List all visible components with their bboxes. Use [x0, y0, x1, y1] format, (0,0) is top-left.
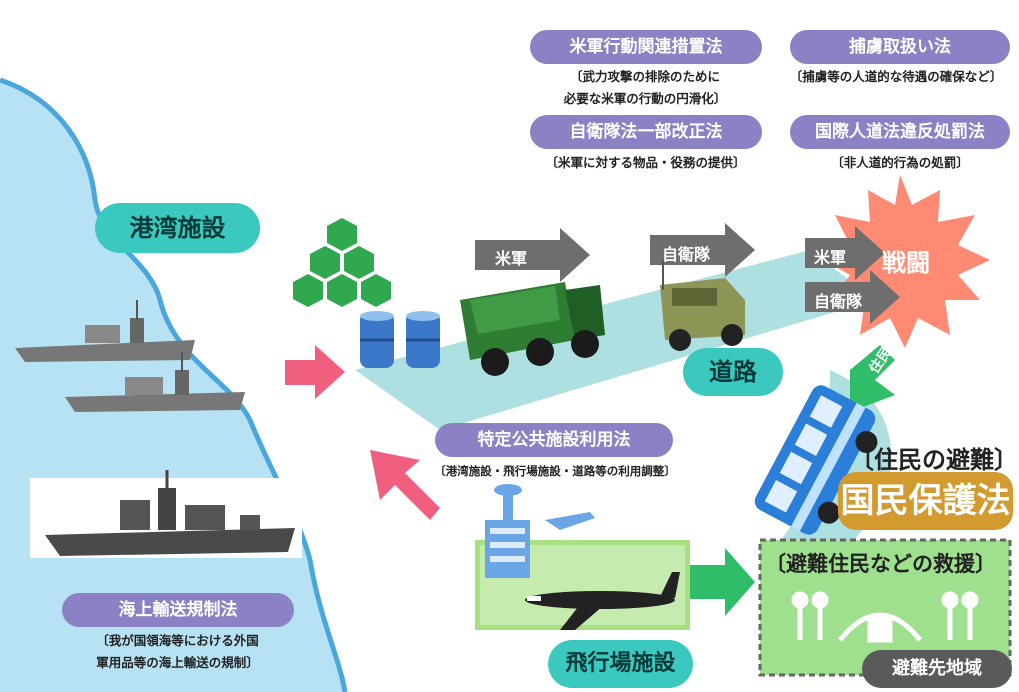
note-ihl: 〔非人道的行為の処罰〕	[831, 155, 969, 170]
warship-icon-1	[15, 300, 195, 362]
label-port: 港湾施設	[95, 203, 260, 253]
arrow-label-us-forces: 米軍	[495, 249, 528, 268]
note-maritime-1: 〔我が国領海等における外国	[96, 633, 259, 648]
law-sdf-amendment: 自衛隊法一部改正法	[530, 115, 762, 149]
ammunition-stack-icon	[293, 218, 391, 307]
label-rescue: 〔避難住民などの救援〕	[765, 552, 996, 576]
law-maritime-transport: 海上輸送規制法	[62, 593, 294, 627]
combat-burst	[820, 175, 990, 348]
green-arrow-right	[690, 548, 755, 616]
humvee-icon	[660, 260, 745, 351]
warship-icon-2	[65, 352, 245, 412]
arrow-sdf	[650, 223, 755, 277]
law-specific-public-facilities: 特定公共施設利用法	[435, 423, 673, 457]
bus-icon	[754, 385, 878, 535]
green-arrow-down	[850, 345, 895, 412]
note-us-military-2: 必要な米軍の行動の円滑化〕	[563, 91, 727, 106]
label-evacuation: 〔住民の避難〕	[850, 446, 1018, 474]
military-truck-icon	[460, 282, 605, 376]
road-band	[355, 250, 875, 430]
airplane-icon	[525, 572, 680, 630]
arrow-label-sdf-2: 自衛隊	[814, 292, 863, 311]
arrow-label-us-forces-2: 米軍	[814, 248, 847, 267]
note-sdf: 〔米軍に対する物品・役務の提供〕	[545, 155, 746, 170]
arrow-sdf-2	[805, 270, 900, 324]
pink-arrow-right	[285, 345, 345, 399]
note-pow: 〔捕虜等の人道的な待遇の確保など〕	[789, 69, 1003, 84]
law-ihl-violation: 国際人道法違反処罰法	[790, 115, 1010, 149]
arrow-us-forces	[475, 228, 590, 282]
arrow-label-sdf: 自衛隊	[662, 245, 711, 264]
label-combat: 戦闘	[882, 249, 930, 277]
note-us-military-1: 〔武力攻撃の排除のために	[569, 69, 720, 84]
rescue-people-icon	[791, 591, 979, 643]
law-civil-protection: 国民保護法	[838, 472, 1013, 530]
note-facility: 〔港湾施設・飛行場施設・道路等の利用調整〕	[434, 464, 676, 478]
law-pow-treatment: 捕虜取扱い法	[790, 30, 1010, 64]
note-maritime-2: 軍用品等の海上輸送の規制〕	[96, 655, 259, 670]
oil-drum-icon	[360, 311, 440, 368]
label-airfield: 飛行場施設	[548, 640, 693, 688]
warship-icon-3	[30, 470, 302, 558]
label-evacuation-area: 避難先地域	[862, 650, 1012, 688]
airport-building-icon	[485, 484, 595, 578]
label-road: 道路	[683, 348, 783, 396]
arrow-us-forces-2	[805, 226, 885, 280]
law-us-military-actions: 米軍行動関連措置法	[530, 30, 762, 64]
pink-arrow-diagonal	[370, 450, 440, 520]
